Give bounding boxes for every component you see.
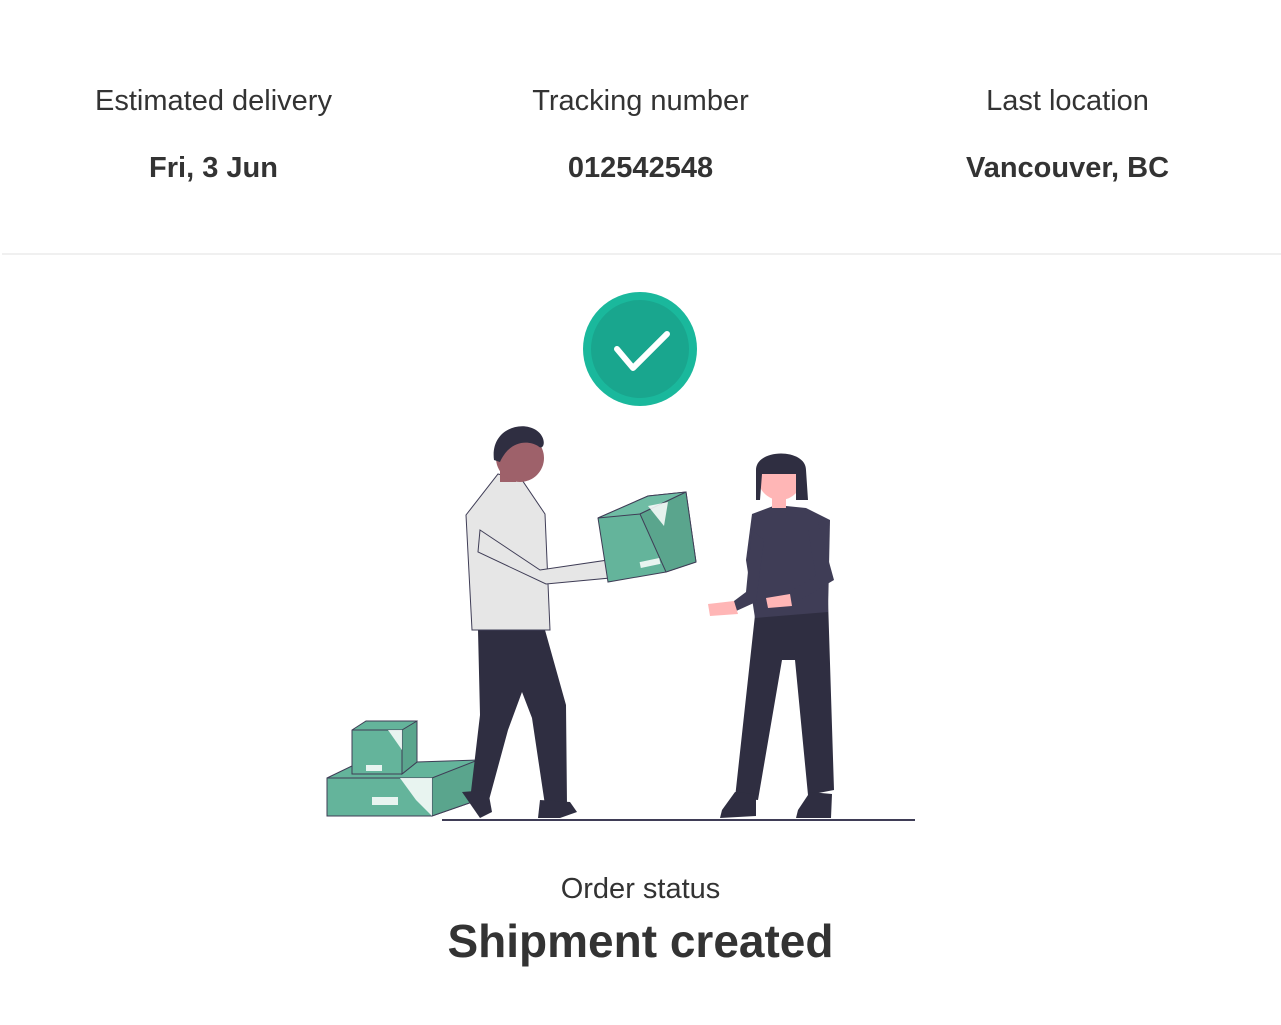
section-divider — [2, 253, 1281, 255]
check-circle-icon — [583, 292, 697, 406]
woman-figure — [708, 453, 834, 818]
last-location-value: Vancouver, BC — [965, 152, 1170, 184]
box-stack — [326, 720, 479, 817]
man-figure — [462, 426, 635, 818]
package-delivery-illustration — [326, 426, 915, 821]
order-status-value: Shipment created — [447, 915, 834, 967]
order-status-label: Order status — [560, 873, 721, 905]
tracking-number-label: Tracking number — [532, 85, 749, 117]
last-location-label: Last location — [986, 85, 1149, 117]
tracking-number-value: 012542548 — [567, 152, 714, 184]
held-box — [597, 491, 697, 583]
estimated-delivery-value: Fri, 3 Jun — [149, 152, 278, 184]
estimated-delivery-label: Estimated delivery — [95, 85, 332, 117]
